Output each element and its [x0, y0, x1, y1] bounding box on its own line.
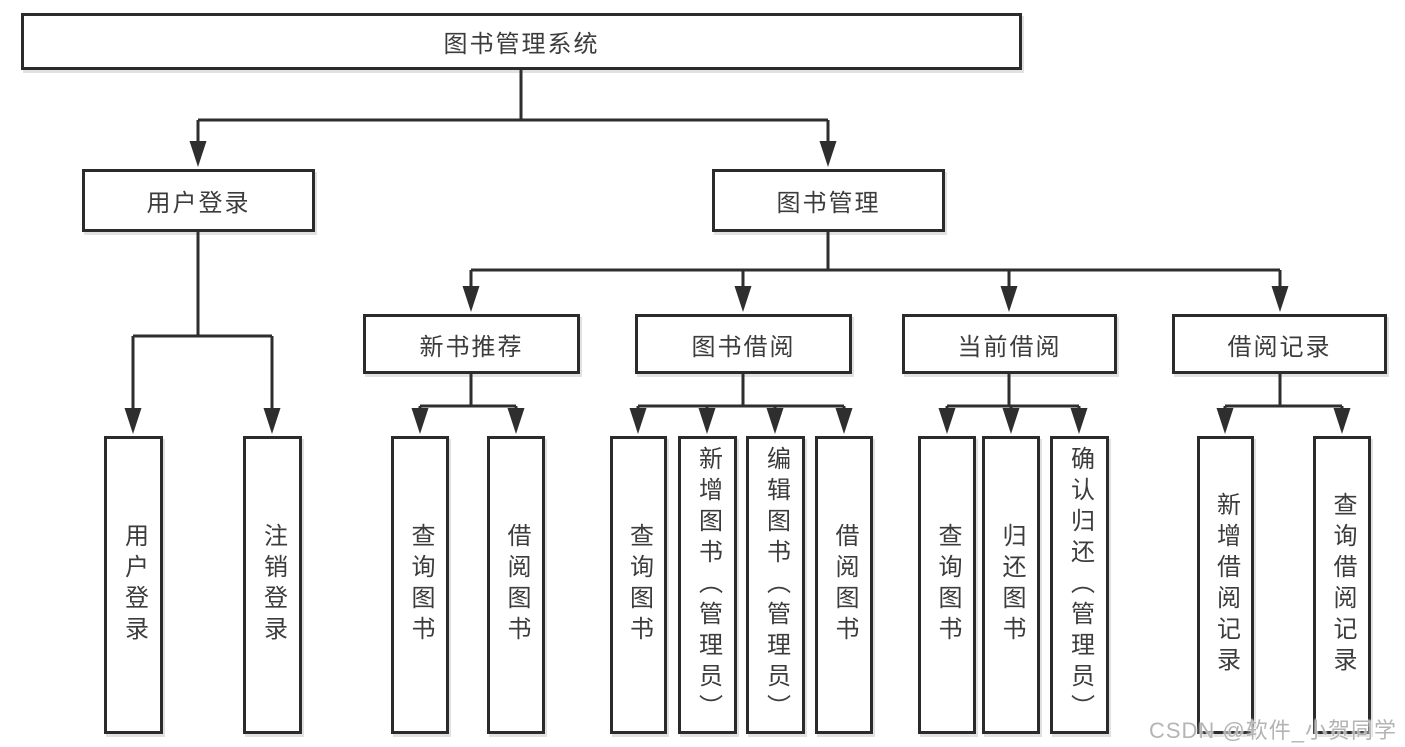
node-leaf-add-borrow-record: 新增借阅记录: [1197, 436, 1254, 734]
node-leaf-logout-label: 注销登录: [259, 523, 287, 647]
node-user-login: 用户登录: [82, 169, 315, 232]
arrow-head: [263, 408, 281, 434]
arrow-head: [189, 141, 207, 167]
node-current-borrow: 当前借阅: [902, 314, 1117, 374]
node-leaf-add-books: 新增图书（管理员）: [678, 436, 737, 734]
arrow-head: [1271, 286, 1289, 312]
node-user-login-label: 用户登录: [146, 190, 251, 217]
arrow-head: [1070, 408, 1088, 434]
arrow-head: [819, 141, 837, 167]
node-book-borrow: 图书借阅: [635, 314, 852, 374]
node-leaf-return-books-label: 归还图书: [998, 523, 1025, 647]
node-leaf-user-login-label: 用户登录: [120, 523, 148, 647]
arrow-head: [698, 408, 716, 434]
node-leaf-confirm-return: 确认归还（管理员）: [1050, 436, 1109, 734]
arrow-head: [411, 408, 429, 434]
arrow-head: [1002, 408, 1020, 434]
node-leaf-borrow-books-2-label: 借阅图书: [831, 523, 858, 647]
node-leaf-edit-books-label: 编辑图书（管理员）: [762, 445, 790, 725]
arrow-head: [835, 408, 853, 434]
node-leaf-borrow-books-1-label: 借阅图书: [503, 523, 530, 647]
node-current-borrow-label: 当前借阅: [957, 333, 1062, 361]
node-leaf-return-books: 归还图书: [982, 436, 1040, 734]
arrow-head: [462, 286, 480, 312]
arrow-head: [1333, 408, 1351, 434]
node-leaf-query-books-1: 查询图书: [391, 436, 449, 734]
node-leaf-edit-books: 编辑图书（管理员）: [746, 436, 805, 734]
arrow-head: [1000, 286, 1018, 312]
arrow-head: [629, 408, 647, 434]
node-new-book-recommend-label: 新书推荐: [419, 333, 524, 361]
csdn-watermark: CSDN @软件_小贺同学: [1148, 718, 1397, 743]
node-book-borrow-label: 图书借阅: [691, 333, 796, 361]
arrow-head: [766, 408, 784, 434]
node-leaf-borrow-books-1: 借阅图书: [487, 436, 545, 734]
node-leaf-add-borrow-record-label: 新增借阅记录: [1212, 492, 1240, 678]
node-leaf-query-borrow-record-label: 查询借阅记录: [1329, 492, 1356, 678]
node-leaf-query-books-1-label: 查询图书: [407, 523, 434, 647]
node-leaf-borrow-books-2: 借阅图书: [815, 436, 873, 734]
arrow-head: [734, 286, 752, 312]
arrow-head: [507, 408, 525, 434]
arrow-head: [938, 408, 956, 434]
node-leaf-query-books-3-label: 查询图书: [934, 523, 961, 647]
node-leaf-query-books-2-label: 查询图书: [625, 523, 653, 647]
node-leaf-user-login: 用户登录: [104, 436, 163, 734]
node-new-book-recommend: 新书推荐: [363, 314, 580, 374]
arrow-head: [124, 408, 142, 434]
node-root-label: 图书管理系统: [443, 31, 600, 58]
node-borrow-records: 借阅记录: [1172, 314, 1387, 374]
node-leaf-query-books-2: 查询图书: [610, 436, 667, 734]
node-book-management: 图书管理: [712, 169, 945, 232]
node-leaf-add-books-label: 新增图书（管理员）: [694, 445, 722, 725]
node-leaf-query-borrow-record: 查询借阅记录: [1313, 436, 1371, 734]
node-leaf-logout: 注销登录: [243, 436, 302, 734]
node-leaf-confirm-return-label: 确认归还（管理员）: [1066, 445, 1094, 725]
node-leaf-query-books-3: 查询图书: [918, 436, 976, 734]
node-book-management-label: 图书管理: [776, 190, 881, 217]
node-root: 图书管理系统: [21, 13, 1022, 70]
node-borrow-records-label: 借阅记录: [1227, 333, 1332, 361]
arrow-head: [1216, 408, 1234, 434]
